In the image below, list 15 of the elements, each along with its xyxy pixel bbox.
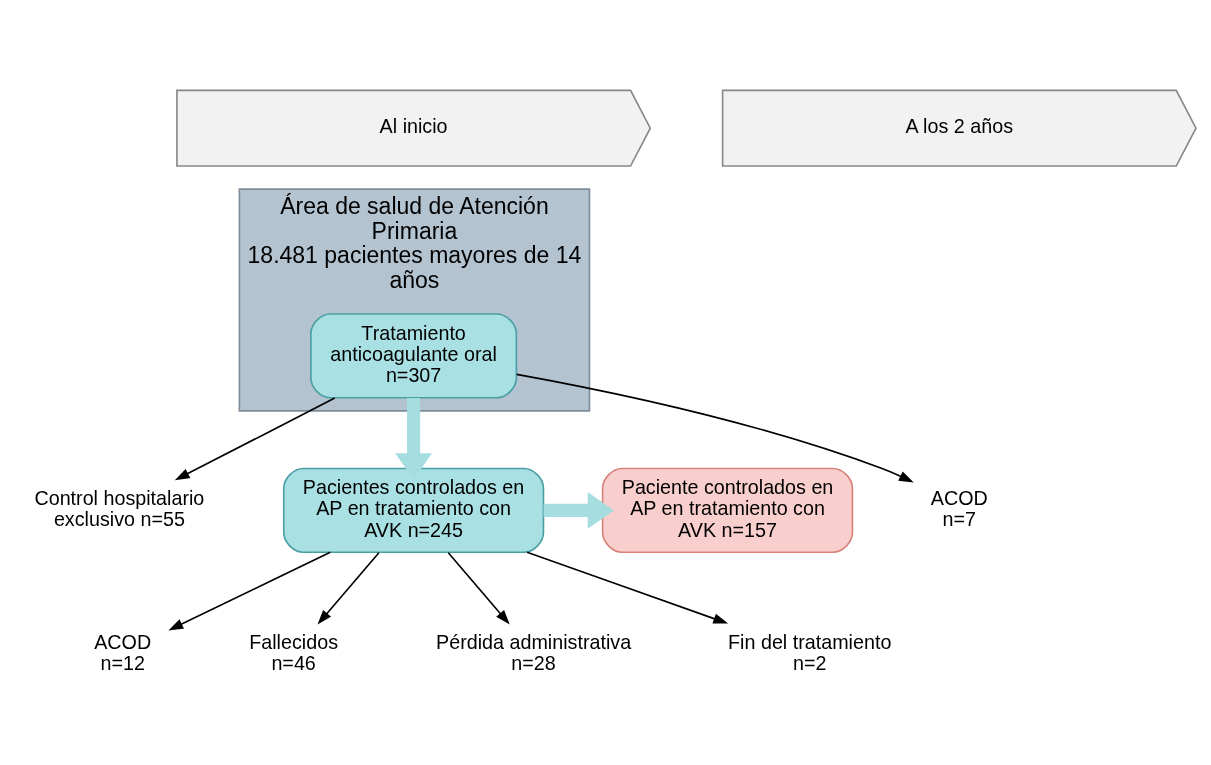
node-text: Fallecidos n=46 [249, 630, 339, 674]
arrow [526, 550, 729, 624]
node-box: Pacientes controlados en AP en tratamiento con AVK n=245 [282, 467, 545, 553]
node-text: Fin del tratamiento n=2 [728, 630, 892, 674]
node-box: Tratamiento anticoagulante oral n=307 [310, 312, 518, 399]
arrow [317, 551, 380, 625]
arrow [168, 550, 332, 630]
arrow [543, 491, 614, 529]
node-text: Control hospitalario exclusivo n=55 [34, 486, 205, 530]
arrow [515, 373, 914, 483]
node-text: ACOD n=12 [94, 630, 152, 674]
node-text: Pérdida administrativa n=28 [436, 630, 632, 674]
node-box: Paciente controlados en AP en tratamiento con AVK n=157 [601, 467, 854, 553]
arrow [447, 551, 510, 625]
node-text: ACOD n=7 [930, 486, 988, 530]
